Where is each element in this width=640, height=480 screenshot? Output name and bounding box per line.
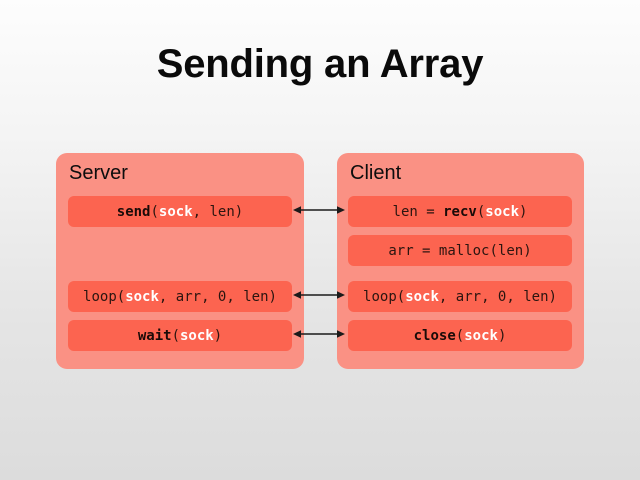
code-token-plain: (: [150, 203, 159, 220]
code-token-plain: (: [455, 327, 465, 344]
code-token-plain: loop(: [83, 288, 126, 305]
server-card-loop-text: loop(sock, arr, 0, len): [83, 290, 277, 304]
page-title: Sending an Array: [156, 42, 484, 86]
code-token-fn: wait: [137, 327, 172, 344]
client-card-close[interactable]: close(sock): [348, 320, 572, 351]
double-arrow-icon-row-3: [293, 289, 345, 301]
client-card-close-text: close(sock): [414, 329, 507, 343]
client-card-recv[interactable]: len = recv(sock): [348, 196, 572, 227]
client-card-malloc[interactable]: arr = malloc(len): [348, 235, 572, 266]
code-token-plain: arr = malloc(len): [388, 242, 532, 259]
code-token-plain: (: [171, 327, 180, 344]
code-token-plain: ): [519, 203, 528, 220]
server-card-wait[interactable]: wait(sock): [68, 320, 292, 351]
code-token-sock: sock: [158, 203, 193, 220]
code-token-sock: sock: [464, 327, 498, 344]
panel-client: Client len = recv(sock) arr = malloc(len…: [337, 153, 584, 369]
double-arrow-icon-row-4: [293, 328, 345, 340]
code-token-fn: close: [413, 327, 456, 344]
server-card-send-text: send(sock, len): [117, 205, 243, 219]
double-arrow-icon-row-1: [293, 204, 345, 216]
client-card-loop-text: loop(sock, arr, 0, len): [363, 290, 557, 304]
code-token-sock: sock: [485, 203, 519, 220]
code-token-fn: send: [116, 203, 151, 220]
code-token-plain: , arr, 0, len): [158, 288, 277, 305]
panel-server-title: Server: [69, 162, 128, 184]
server-card-send[interactable]: send(sock, len): [68, 196, 292, 227]
panel-client-title: Client: [350, 162, 402, 184]
panel-server: Server send(sock, len) loop(sock, arr, 0…: [56, 153, 304, 369]
client-card-loop[interactable]: loop(sock, arr, 0, len): [348, 281, 572, 312]
client-card-malloc-text: arr = malloc(len): [388, 244, 531, 258]
code-token-plain: , len): [192, 203, 244, 220]
code-token-plain: len =: [392, 203, 444, 220]
client-card-recv-text: len = recv(sock): [393, 205, 528, 219]
code-token-sock: sock: [405, 288, 439, 305]
code-token-plain: loop(: [363, 288, 406, 305]
code-token-sock: sock: [125, 288, 159, 305]
code-token-fn: recv: [443, 203, 477, 220]
code-token-plain: ): [497, 327, 507, 344]
code-token-plain: (: [476, 203, 486, 220]
code-token-plain: , arr, 0, len): [438, 288, 557, 305]
server-card-loop[interactable]: loop(sock, arr, 0, len): [68, 281, 292, 312]
code-token-sock: sock: [180, 327, 214, 344]
code-token-plain: ): [213, 327, 223, 344]
server-card-wait-text: wait(sock): [138, 329, 222, 343]
